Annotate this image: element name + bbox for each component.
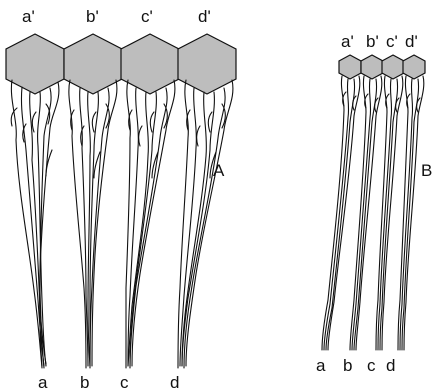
panel-b-top-label-c: c' bbox=[386, 32, 398, 51]
panel-a-top-label-b: b' bbox=[86, 7, 99, 26]
panel-a-hexagon-c bbox=[121, 34, 179, 94]
panel-a-label: A bbox=[213, 161, 225, 180]
panel-b: a' b' c' d' bbox=[316, 32, 432, 375]
panel-a-top-label-c: c' bbox=[141, 7, 153, 26]
panel-a-hexagon-a bbox=[6, 34, 64, 94]
panel-a-fiber-bundle-d bbox=[178, 80, 233, 368]
panel-b-top-label-a: a' bbox=[341, 32, 354, 51]
panel-b-fiber-bundle-a bbox=[322, 76, 360, 350]
panel-b-bottom-label-c: c bbox=[367, 356, 376, 375]
panel-a: a' b' c' d' bbox=[6, 7, 236, 391]
panel-b-top-label-b: b' bbox=[366, 32, 379, 51]
panel-a-top-label-d: d' bbox=[198, 7, 211, 26]
panel-a-fiber-bundle-c bbox=[126, 80, 175, 368]
panel-b-hexagon-d bbox=[403, 55, 425, 79]
panel-b-bottom-label-a: a bbox=[316, 356, 326, 375]
panel-b-bottom-label-d: d bbox=[386, 356, 395, 375]
panel-b-bottom-label-b: b bbox=[343, 356, 352, 375]
panel-a-bottom-label-b: b bbox=[80, 373, 89, 391]
panel-a-top-label-a: a' bbox=[22, 7, 35, 26]
panel-a-hexagon-d bbox=[178, 34, 236, 94]
panel-b-hexagon-a bbox=[339, 55, 361, 79]
panel-b-hexagon-b bbox=[361, 55, 383, 79]
panel-a-bottom-label-a: a bbox=[38, 373, 48, 391]
panel-a-fiber-bundle-a bbox=[11, 80, 59, 368]
panel-a-hexagon-b bbox=[64, 34, 122, 94]
panel-b-top-label-d: d' bbox=[405, 32, 418, 51]
panel-b-label: B bbox=[421, 161, 432, 180]
panel-b-fiber-bundle-d bbox=[398, 76, 424, 350]
panel-b-hexagon-c bbox=[382, 55, 404, 79]
panel-a-fiber-bundle-b bbox=[69, 80, 117, 368]
panel-a-bottom-label-c: c bbox=[120, 373, 129, 391]
panel-a-bottom-label-d: d bbox=[170, 373, 179, 391]
